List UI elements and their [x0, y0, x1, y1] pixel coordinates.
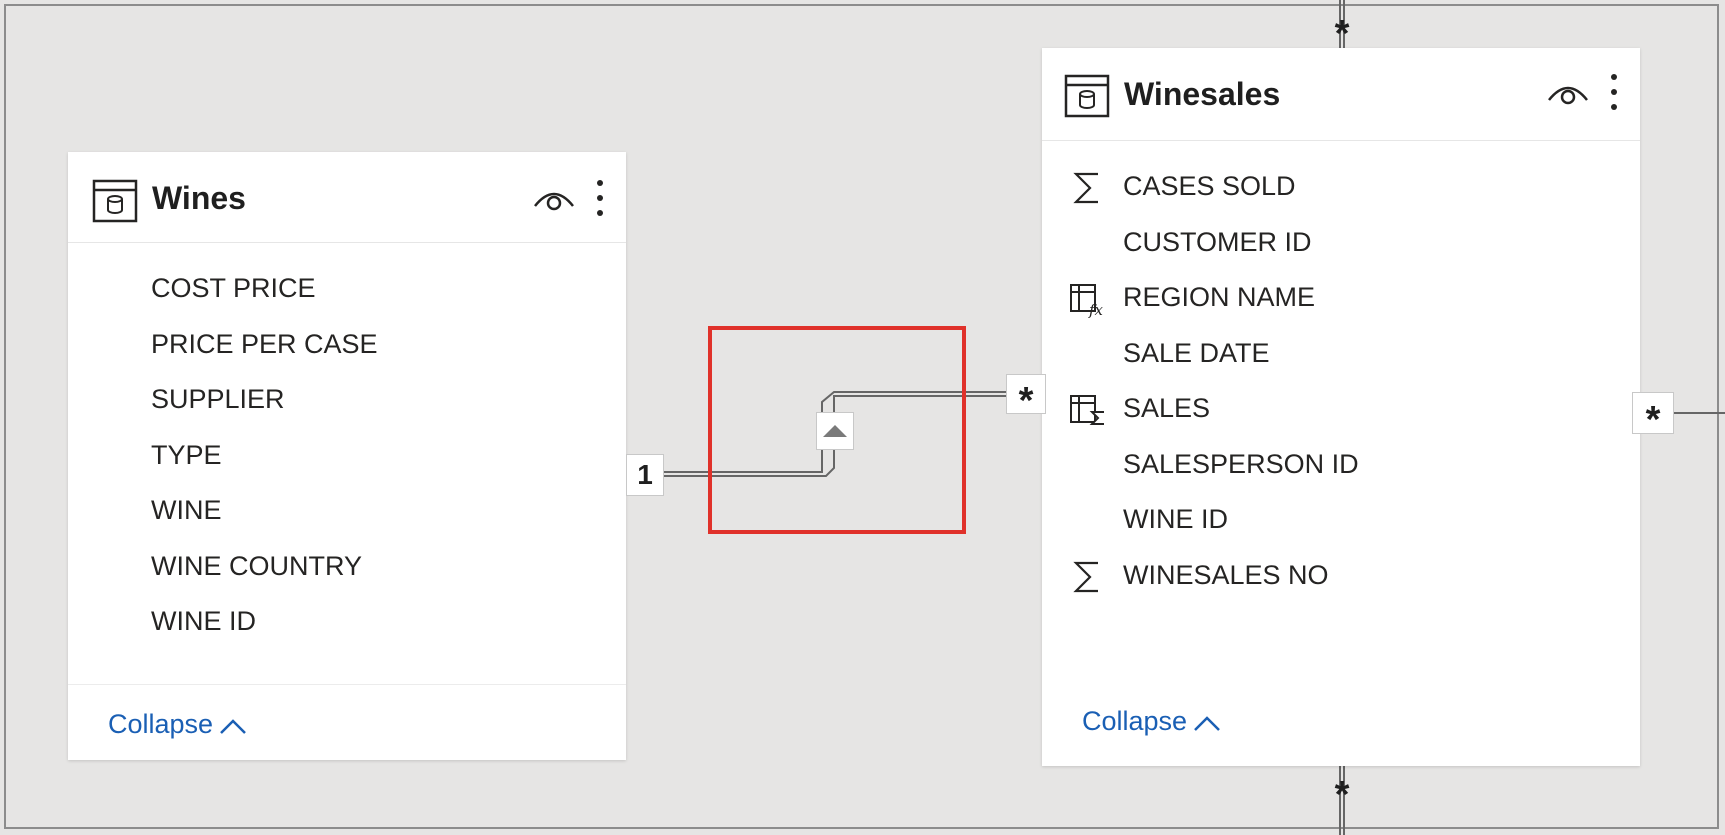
- field-row[interactable]: SUPPLIER: [68, 375, 626, 425]
- field-row[interactable]: CUSTOMER ID: [1042, 218, 1640, 268]
- table-icon: [1064, 74, 1110, 118]
- cross-filter-direction-button[interactable]: [816, 412, 854, 450]
- field-row[interactable]: WINE COUNTRY: [68, 542, 626, 592]
- table-card-header[interactable]: Wines: [68, 152, 626, 243]
- calculated-column-icon: fx: [1070, 284, 1104, 319]
- field-row[interactable]: CASES SOLD: [1042, 162, 1640, 212]
- field-label: SALESPERSON ID: [1123, 449, 1359, 479]
- field-label: WINE: [151, 495, 222, 525]
- collapse-label: Collapse: [108, 709, 214, 739]
- table-card-winesales[interactable]: Winesales CASES SOLD CUSTOMER ID fx REGI…: [1042, 48, 1640, 766]
- card-footer: Collapse: [68, 684, 626, 761]
- field-label: WINE ID: [151, 606, 256, 636]
- triangle-up-icon: [823, 425, 847, 437]
- eye-icon[interactable]: [532, 184, 576, 214]
- collapse-button[interactable]: Collapse: [1082, 706, 1221, 737]
- measure-icon: [1070, 395, 1104, 425]
- field-label: SUPPLIER: [151, 384, 285, 414]
- card-footer: Collapse: [1042, 686, 1640, 766]
- more-options-icon[interactable]: [1608, 72, 1620, 112]
- field-row[interactable]: PRICE PER CASE: [68, 320, 626, 370]
- collapse-button[interactable]: Collapse: [108, 709, 247, 740]
- field-label: CUSTOMER ID: [1123, 227, 1312, 257]
- field-label: CASES SOLD: [1123, 171, 1296, 201]
- cardinality-many-badge-top: *: [1334, 13, 1350, 55]
- eye-icon[interactable]: [1546, 78, 1590, 108]
- sigma-icon: [1073, 561, 1098, 593]
- field-label: REGION NAME: [1123, 282, 1316, 312]
- svg-text:fx: fx: [1088, 301, 1104, 319]
- field-label: COST PRICE: [151, 273, 316, 303]
- cardinality-many-badge-right: *: [1632, 392, 1674, 441]
- field-label: TYPE: [151, 440, 222, 470]
- field-row[interactable]: WINE ID: [68, 597, 626, 647]
- table-title: Wines: [152, 180, 246, 216]
- field-row[interactable]: SALE DATE: [1042, 329, 1640, 379]
- chevron-up-icon: [1194, 716, 1220, 731]
- collapse-label: Collapse: [1082, 706, 1188, 736]
- field-label: PRICE PER CASE: [151, 329, 378, 359]
- field-row[interactable]: WINE ID: [1042, 495, 1640, 545]
- table-card-header[interactable]: Winesales: [1042, 48, 1640, 141]
- sigma-icon: [1073, 172, 1098, 204]
- field-label: WINE ID: [1123, 504, 1228, 534]
- relationship-line[interactable]: [664, 391, 1008, 473]
- field-label: WINESALES NO: [1123, 560, 1329, 590]
- table-title: Winesales: [1124, 76, 1281, 112]
- field-row[interactable]: WINE: [68, 486, 626, 536]
- field-row[interactable]: COST PRICE: [68, 264, 626, 314]
- field-row[interactable]: fx REGION NAME: [1042, 273, 1640, 323]
- field-label: SALE DATE: [1123, 338, 1270, 368]
- field-row[interactable]: SALES: [1042, 384, 1640, 434]
- field-label: SALES: [1123, 393, 1211, 423]
- cardinality-one-badge: 1: [626, 454, 664, 496]
- field-row[interactable]: SALESPERSON ID: [1042, 440, 1640, 490]
- more-options-icon[interactable]: [594, 178, 606, 218]
- cardinality-many-badge-bottom: *: [1334, 774, 1350, 816]
- model-canvas-frame: [4, 4, 1719, 829]
- highlight-box: [708, 326, 966, 534]
- field-row[interactable]: WINESALES NO: [1042, 551, 1640, 601]
- cardinality-many-badge: *: [1006, 374, 1046, 422]
- table-icon: [92, 179, 138, 223]
- chevron-up-icon: [220, 719, 246, 734]
- table-card-wines[interactable]: Wines COST PRICE PRICE PER CASE SUPPLIER…: [68, 152, 626, 760]
- field-row[interactable]: TYPE: [68, 431, 626, 481]
- field-label: WINE COUNTRY: [151, 551, 363, 581]
